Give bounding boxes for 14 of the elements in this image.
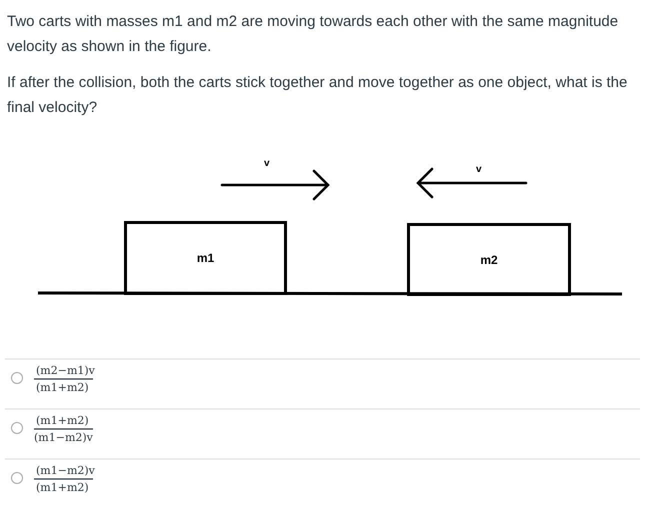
question-text: If after the collision, both the carts stick together and move together as one object, what is the final velocity? (7, 73, 628, 118)
velocity-label: v (476, 164, 482, 175)
numerator: (m1−m2)v (36, 464, 95, 477)
numerator: (m2−m1)v (36, 364, 95, 377)
cart-box (407, 223, 571, 296)
denominator: (m1+m2) (36, 481, 89, 494)
denominator: (m1−m2)v (34, 431, 93, 444)
velocity-label: v (264, 158, 270, 169)
numerator: (m1+m2) (36, 414, 89, 427)
cart-box (124, 221, 287, 295)
question-text: Two carts with masses m1 and m2 are moving towards each other with the same magnitude velocity as shown in the figure. (7, 12, 620, 57)
denominator: (m1+m2) (36, 381, 89, 394)
mass-label: m2 (480, 252, 498, 266)
mass-label: m1 (196, 251, 214, 265)
